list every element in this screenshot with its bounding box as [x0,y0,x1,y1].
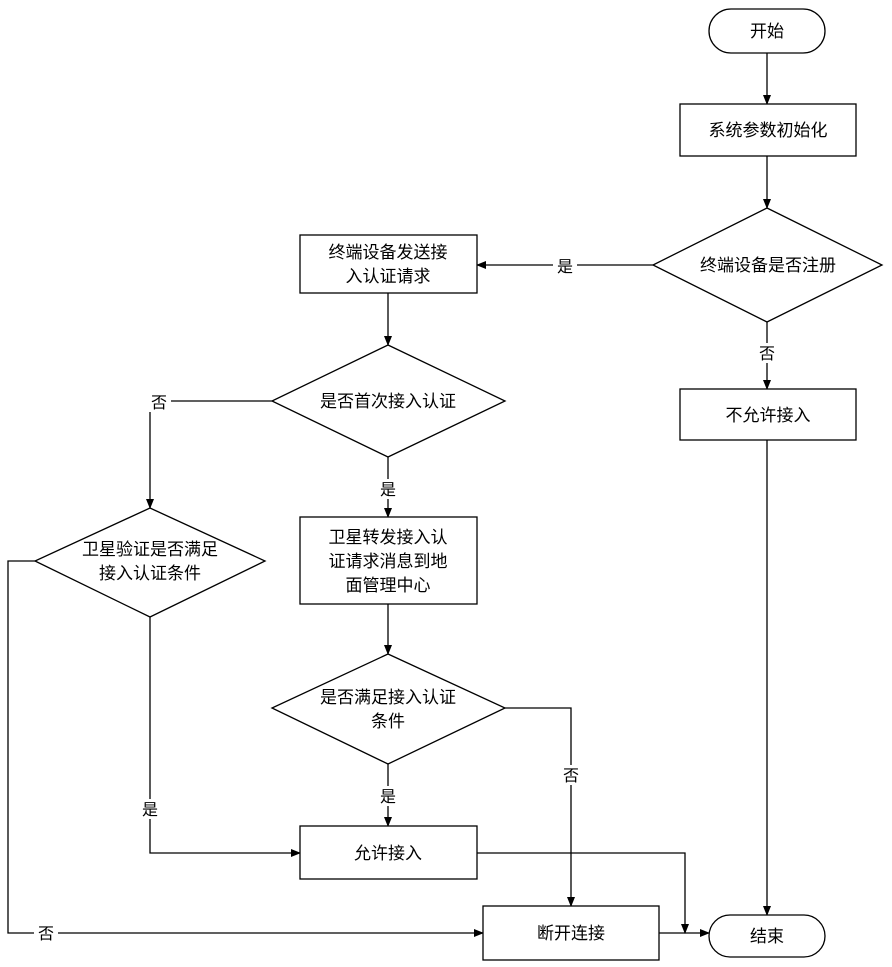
send-request-label-line: 终端设备发送接 [329,243,448,263]
edge-label-first-auth-yes: 是 [380,480,396,499]
send-request-label-line: 入认证请求 [346,267,431,287]
first-auth-decision: 是否首次接入认证 [272,345,505,457]
allow-label-line: 允许接入 [354,844,422,864]
registered-decision: 终端设备是否注册 [653,208,882,322]
init-label-line: 系统参数初始化 [709,121,828,141]
allow-node: 允许接入 [300,826,477,879]
end-label-line: 结束 [750,927,784,947]
edge-first-auth-sat-verify [150,401,272,508]
forward-label-line: 卫星转发接入认 [329,528,448,548]
meet-cond-decision: 是否满足接入认证条件 [272,654,505,764]
disconnect-node-label: 断开连接 [537,924,605,944]
forward-label-line: 面管理中心 [346,576,431,596]
edge-meet-cond-disconnect [505,708,571,906]
sat-verify-decision: 卫星验证是否满足接入认证条件 [35,508,265,617]
deny-node: 不允许接入 [680,389,856,440]
edge-label-meet-cond-no: 否 [563,766,579,785]
end-node: 结束 [709,915,825,957]
start-label-line: 开始 [750,22,784,42]
start-node: 开始 [709,9,825,53]
send-request-node: 终端设备发送接入认证请求 [300,235,477,293]
disconnect-node: 断开连接 [483,906,659,960]
forward-label-line: 证请求消息到地 [329,552,448,572]
edge-label-sat-verify-no: 否 [38,924,54,943]
edge-label-registered-yes: 是 [557,257,573,276]
edge-label-registered-no: 否 [759,344,775,363]
allow-node-label: 允许接入 [354,844,422,864]
init-node-label: 系统参数初始化 [709,121,828,141]
nodes: 开始 系统参数初始化 终端设备是否注册 终端设备发送接入认证请求 不允许接入 是… [35,9,882,960]
sat-verify-label-line: 接入认证条件 [99,564,201,584]
edge-label-meet-cond-yes: 是 [380,787,396,806]
forward-node: 卫星转发接入认证请求消息到地面管理中心 [300,517,477,604]
deny-label-line: 不允许接入 [726,406,811,426]
init-node: 系统参数初始化 [680,104,856,156]
edge-sat-verify-allow [150,617,300,853]
registered-label-line: 终端设备是否注册 [700,256,836,276]
edge-label-sat-verify-yes: 是 [142,800,158,819]
start-node-label: 开始 [750,22,784,42]
meet-cond-label-line: 是否满足接入认证 [320,688,456,708]
first-auth-decision-label: 是否首次接入认证 [320,392,456,412]
meet-cond-label-line: 条件 [371,712,405,732]
forward-node-label: 卫星转发接入认证请求消息到地面管理中心 [329,528,448,596]
edge-label-first-auth-no: 否 [151,393,167,412]
first-auth-label-line: 是否首次接入认证 [320,392,456,412]
end-node-label: 结束 [750,927,784,947]
sat-verify-label-line: 卫星验证是否满足 [82,540,218,560]
disconnect-label-line: 断开连接 [537,924,605,944]
registered-decision-label: 终端设备是否注册 [700,256,836,276]
deny-node-label: 不允许接入 [726,406,811,426]
